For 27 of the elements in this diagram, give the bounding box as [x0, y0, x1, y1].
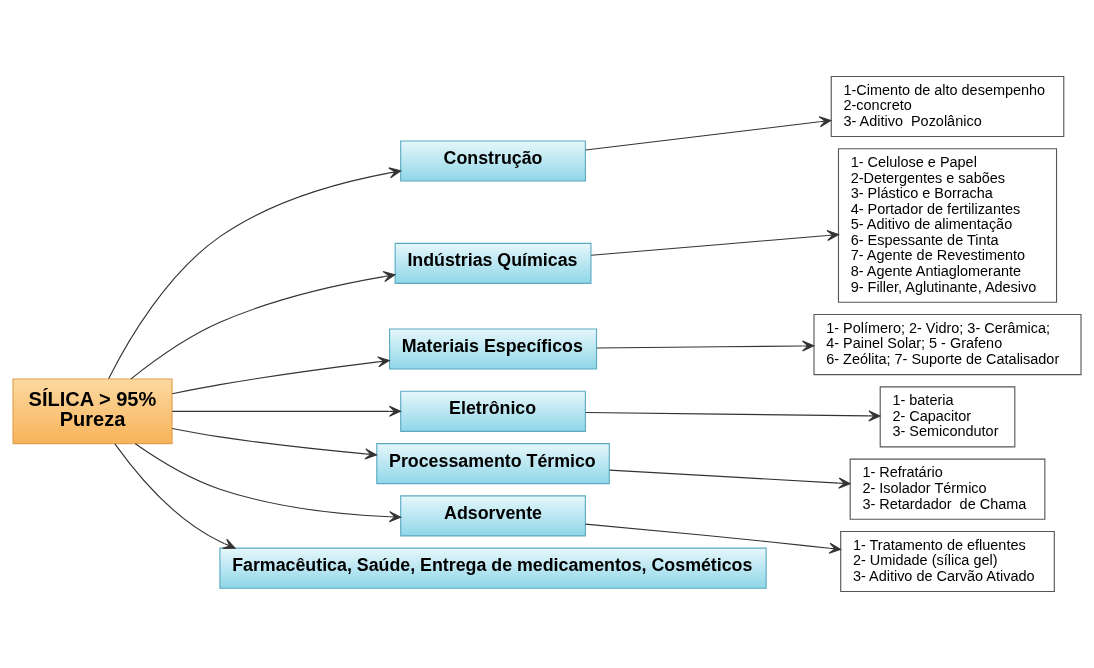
arrow: [590, 229, 839, 256]
arrow: [171, 428, 377, 460]
node-box: Construção: [400, 140, 586, 182]
node-box: Indústrias Químicas: [394, 242, 592, 284]
node-box: SÍLICA > 95% Pureza: [12, 378, 173, 445]
arrow: [596, 340, 815, 352]
node-box: Eletrônico: [400, 390, 586, 432]
arrow: [130, 271, 396, 380]
node-box: 1-Cimento de alto desempenho 2-concreto 3- Aditivo Pozolânico: [830, 75, 1065, 138]
node-box: Adsorvente: [400, 495, 586, 537]
arrow: [171, 356, 390, 395]
arrow: [134, 443, 402, 523]
arrow: [585, 410, 881, 422]
node-box: Processamento Térmico: [376, 443, 610, 485]
arrow: [608, 469, 851, 489]
node-box: 1- Tratamento de efluentes 2- Umidade (sílica gel) 3- Aditivo de Carvão Ativado: [840, 530, 1055, 593]
node-box: 1- Polímero; 2- Vidro; 3- Cerâmica; 4- Painel Solar; 5 - Grafeno 6- Zeólita; 7- Suporte de Catalisador: [813, 313, 1082, 376]
node-box: 1- bateria 2- Capacitor 3- Semicondutor: [879, 386, 1016, 448]
arrow: [108, 167, 402, 380]
arrow: [584, 523, 842, 554]
node-box: Materiais Específicos: [389, 328, 598, 370]
arrow: [171, 405, 402, 417]
node-box: 1- Refratário 2- Isolador Térmico 3- Retardador de Chama: [849, 458, 1046, 520]
node-box: 1- Celulose e Papel 2-Detergentes e sabões 3- Plástico e Borracha 4- Portador de fertilizantes 5- Aditivo de alimentação 6- Espessante de Tinta 7- Agente de Revestimento 8- Agente Antiaglomerante 9- Filler, Aglutinante, Adesivo: [837, 148, 1058, 303]
arrow: [114, 443, 236, 549]
node-box: Farmacêutica, Saúde, Entrega de medicamentos, Cosméticos: [219, 547, 767, 589]
arrow: [585, 116, 832, 151]
